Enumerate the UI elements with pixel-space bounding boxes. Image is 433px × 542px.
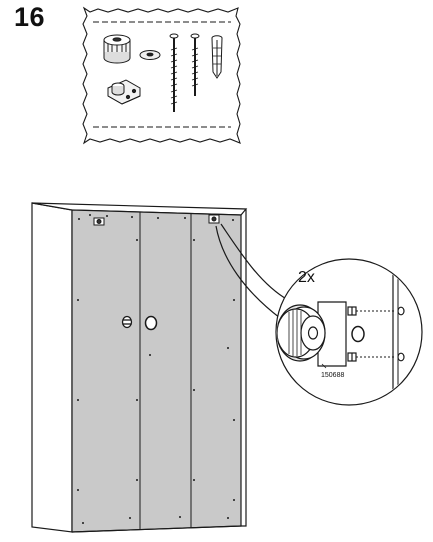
- step-number: 16: [14, 2, 46, 32]
- cabinet-back-view: [31, 202, 248, 533]
- parts-bag-icon: [82, 6, 241, 145]
- part-number-label: 150688: [321, 372, 344, 379]
- wall-plug-icon: [211, 35, 223, 79]
- detail-callout: [215, 223, 423, 406]
- cam-hole-icon: [121, 315, 133, 329]
- quantity-label: 2x: [298, 269, 315, 286]
- wall-bracket-icon: [107, 79, 141, 105]
- mounted-bracket-icon: [208, 214, 220, 224]
- screw-icon: [169, 33, 179, 112]
- washer-icon: [139, 50, 161, 60]
- plastic-cam-icon: [103, 34, 131, 64]
- hole-icon: [144, 315, 158, 331]
- panel-fastener-dots: [77, 214, 235, 524]
- screw-icon: [190, 33, 200, 96]
- mounted-bracket-icon: [93, 217, 105, 226]
